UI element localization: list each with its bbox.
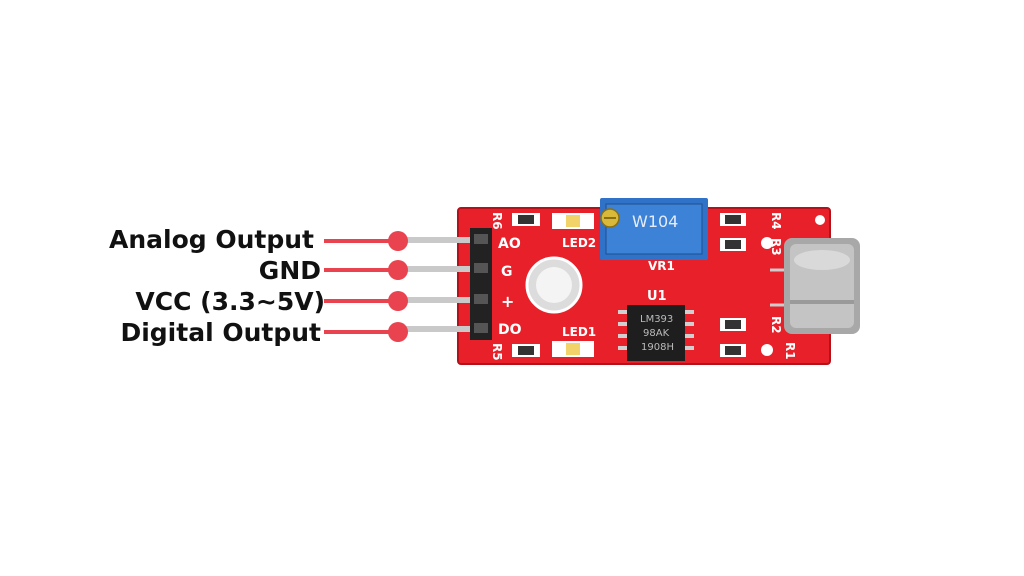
silk-vr1: VR1 xyxy=(648,259,675,273)
silk-do: DO xyxy=(498,322,522,338)
lm393-chip xyxy=(627,305,685,361)
pointer-dot-vcc xyxy=(388,291,408,311)
silk-r4: R4 xyxy=(769,212,783,230)
smd-components xyxy=(512,213,825,357)
chip-pins xyxy=(618,310,694,350)
silk-r3: R3 xyxy=(769,238,783,256)
label-digital-output: Digital Output xyxy=(120,318,321,347)
chip-marking-2: 98AK xyxy=(643,328,670,339)
pointer-dot-gnd xyxy=(388,260,408,280)
label-vcc: VCC (3.3~5V) xyxy=(135,287,325,316)
pointer-lines xyxy=(324,239,398,334)
silk-r5: R5 xyxy=(490,343,504,361)
silk-r1: R1 xyxy=(783,342,797,360)
label-gnd: GND xyxy=(258,256,321,285)
silk-u1: U1 xyxy=(647,289,667,304)
silk-led1: LED1 xyxy=(562,325,596,339)
silk-ao: AO xyxy=(498,236,521,252)
chip-marking-3: 1908H xyxy=(641,342,674,353)
label-analog-output: Analog Output xyxy=(108,225,314,254)
pointer-dot-ao xyxy=(388,231,408,251)
pin-header xyxy=(470,228,492,340)
pot-marking: W104 xyxy=(632,212,678,231)
silk-r6: R6 xyxy=(490,212,504,230)
pointer-dot-do xyxy=(388,322,408,342)
silk-g: G xyxy=(501,264,513,280)
silk-led2: LED2 xyxy=(562,236,596,250)
header-pins xyxy=(402,237,481,332)
silk-plus: + xyxy=(501,292,514,311)
chip-marking-1: LM393 xyxy=(640,314,673,325)
silk-r2: R2 xyxy=(769,316,783,334)
